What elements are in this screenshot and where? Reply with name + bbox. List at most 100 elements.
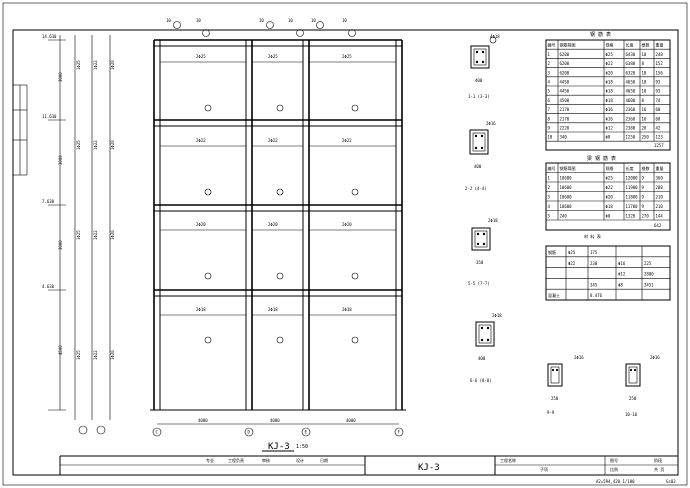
section-label: 5-5 (7-7) [468, 281, 490, 286]
table-cell: 248 [656, 52, 664, 57]
top-axis-label: 10 [288, 18, 293, 23]
table-header: 规格 [606, 165, 614, 171]
top-axis-label: 10 [196, 18, 201, 23]
table-header: 编号 [548, 165, 556, 171]
rebar-label: 2Φ20 [196, 222, 206, 227]
section-label: 10-10 [625, 412, 638, 417]
binding-strip [13, 84, 28, 176]
title-block: 专业 工程负责 审核 设计 日期 KJ-3 工程名称 子项 图号 阶段 比例 共… [59, 455, 678, 475]
section-bars: 2Φ16 [650, 355, 660, 360]
axis-bubble [394, 427, 404, 437]
table-cell: Φ18 [606, 98, 614, 103]
table-cell: 10680 [560, 204, 573, 209]
table-header: 钢筋简图 [560, 165, 576, 171]
section-label: 6-6 (8-8) [470, 378, 492, 383]
table-cell: 7 [548, 107, 551, 112]
table-cell: 10 [642, 52, 647, 57]
section-bars: 2Φ16 [486, 121, 496, 126]
tb-cell: 工程负责 [228, 457, 244, 463]
rebar-col-label: 1Φ25 [76, 230, 81, 240]
table-cell: Φ25 [568, 250, 576, 255]
story-height-label: 4500 [58, 345, 63, 355]
axis-label: C [156, 430, 159, 435]
table-cell: 4450 [560, 80, 570, 85]
section-2-2: 2Φ16 400 2-2 (4-4) [465, 121, 496, 191]
rebar-label: 2Φ25 [342, 54, 352, 59]
table-cell: 10680 [560, 185, 573, 190]
rebar-label: 2Φ25 [196, 54, 206, 59]
table-cell: 156 [656, 70, 664, 75]
table-cell: 60 [656, 107, 661, 112]
axis-label: F [398, 430, 401, 435]
table-cell: 144 [656, 214, 664, 219]
table-cell: 6200 [560, 52, 570, 57]
table-cell: 6320 [626, 70, 636, 75]
table-cell: 123 [656, 135, 664, 140]
table-cell: 2380 [626, 126, 636, 131]
section-9-9: 2Φ16 250 9-9 [547, 355, 584, 415]
bottom-dimensions: 4000 4000 4000 C D E F KJ-3 1:50 [152, 418, 404, 452]
table-cell: 240 [560, 214, 568, 219]
rebar-label: 2Φ22 [268, 138, 278, 143]
table-cell: 2360 [626, 116, 636, 121]
table-cell: 16 [642, 116, 647, 121]
table-cell: 3 [548, 195, 551, 200]
rebar-label: 2Φ18 [342, 307, 352, 312]
table-cell: 1250 [626, 135, 636, 140]
table-cell: 2 [548, 185, 551, 190]
table-cell: 2800 [644, 272, 654, 277]
table-cell: 6 [548, 98, 551, 103]
table-cell: Φ18 [606, 89, 614, 94]
tb-sheet: 共 页 [654, 466, 664, 472]
bay-dimension: 4000 [270, 418, 280, 423]
tb-drawing-no: 图号 [610, 457, 618, 463]
table-cell: Φ12 [606, 126, 614, 131]
table-cell: Φ16 [618, 261, 626, 266]
rebar-col-label: 1Φ22 [93, 350, 98, 360]
table-cell: 230 [590, 261, 598, 266]
table-header: 根数 [642, 42, 650, 48]
table-cell: 10 [642, 80, 647, 85]
table-cell: 钢筋 [548, 249, 556, 255]
table-cell: Φ22 [606, 185, 614, 190]
table-cell: 5 [548, 214, 551, 219]
rebar-col-label: 1Φ22 [93, 230, 98, 240]
level-label: 7.630 [42, 199, 55, 204]
table-cell: 60 [656, 116, 661, 121]
table-cell: 42 [656, 126, 661, 131]
table-cell: 4600 [626, 98, 636, 103]
table-cell: 250 [642, 135, 650, 140]
table-cell: 4 [548, 80, 551, 85]
table-cell: 3 [548, 70, 551, 75]
table-cell: 8.476 [590, 293, 603, 298]
top-axis-label: 10 [342, 18, 347, 23]
top-axis-label: 10 [311, 18, 316, 23]
table-title: 钢 筋 表 [590, 31, 611, 38]
table-cell: 4650 [626, 89, 636, 94]
table-cell: 11800 [626, 195, 639, 200]
table-header: 长度 [626, 42, 634, 48]
table-cell: 6380 [626, 61, 636, 66]
table-cell: 2220 [560, 126, 570, 131]
section-5-5: 2Φ18 350 5-5 (7-7) [468, 218, 498, 286]
axis-bubble [152, 427, 162, 437]
section-bars: 4Φ18 [490, 34, 500, 39]
table-cell: 225 [644, 261, 652, 266]
rebar-col-label: 1Φ22 [93, 60, 98, 70]
table-cell: 1320 [626, 214, 636, 219]
tb-scale: 比例 [610, 466, 618, 472]
table-cell: Φ20 [606, 195, 614, 200]
section-bars: 2Φ16 [574, 355, 584, 360]
table-cell: Φ8 [618, 282, 623, 287]
table-cell: 9 [548, 126, 551, 131]
table-cell: 2170 [560, 116, 570, 121]
section-dim: 250 [629, 396, 637, 401]
table-cell: Φ22 [568, 261, 576, 266]
table-cell: 4650 [626, 80, 636, 85]
section-bars: 2Φ18 [488, 218, 498, 223]
table-cell: 210 [656, 195, 664, 200]
table-cell: 288 [656, 185, 664, 190]
